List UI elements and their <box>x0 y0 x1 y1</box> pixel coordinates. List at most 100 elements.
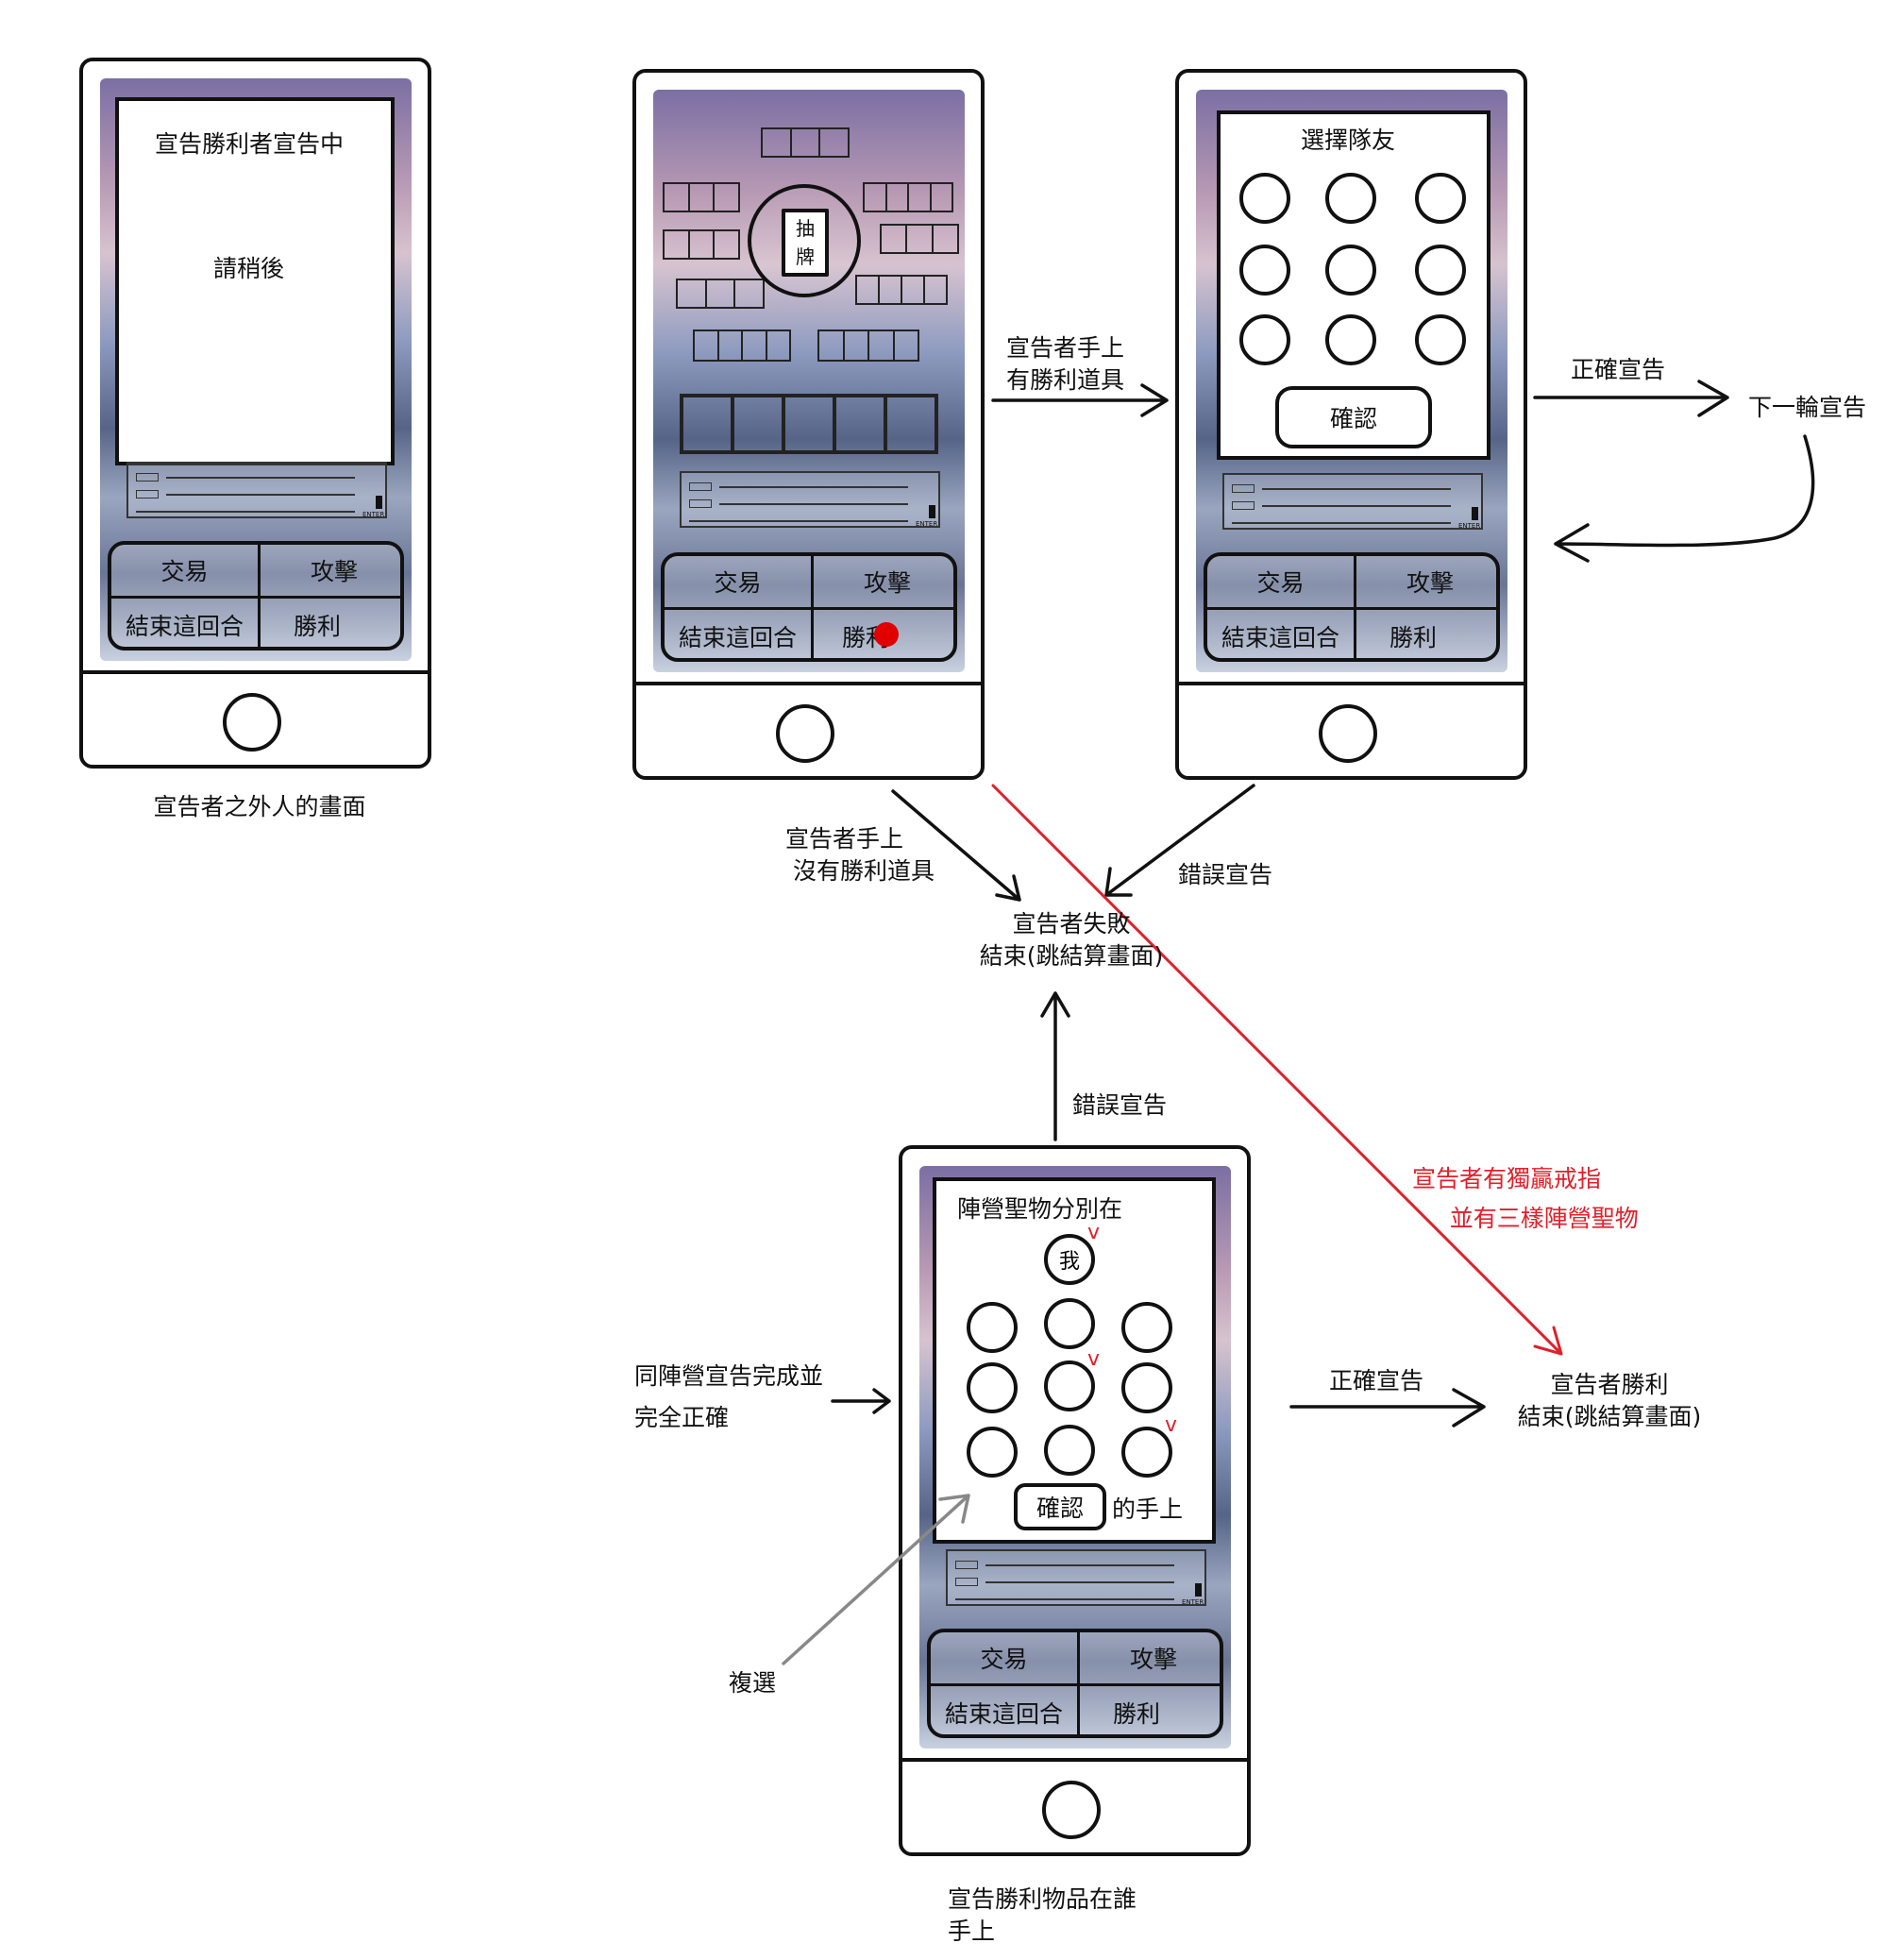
holder-option[interactable] <box>1044 1425 1095 1476</box>
board-slot <box>663 229 740 260</box>
label-multi: 複選 <box>729 1669 777 1697</box>
board-slot <box>676 279 765 309</box>
observer-panel-wait: 請稍後 <box>213 255 285 282</box>
hand-cards <box>680 394 938 454</box>
holders-action-grid: 交易 攻擊 結束這回合 勝利 <box>927 1629 1223 1738</box>
holder-option[interactable] <box>1121 1302 1172 1353</box>
board-slot <box>863 182 953 212</box>
label-wrong-1: 錯誤宣告 <box>1178 861 1273 888</box>
label-correct-1: 正確宣告 <box>1571 356 1666 383</box>
teammate-bezel <box>1179 682 1524 685</box>
teammate-attack-button[interactable]: 攻擊 <box>1406 569 1454 597</box>
teammate-end-turn-button[interactable]: 結束這回合 <box>1221 623 1339 651</box>
holders-phone: 陣營聖物分別在 我 v v v 確認 的手上 <box>899 1145 1251 1856</box>
holders-confirm-button[interactable]: 確認 <box>1014 1483 1106 1530</box>
label-win: 宣告者勝利 結束(跳結算畫面) <box>1517 1371 1702 1430</box>
observer-screen: 宣告勝利者宣告中 請稍後 ENTER 交易 攻擊 結束這回合 勝利 <box>100 78 412 661</box>
holders-home-button[interactable] <box>1042 1781 1101 1839</box>
board-slot <box>761 127 850 158</box>
label-correct-2: 正確宣告 <box>1329 1367 1424 1394</box>
teammate-option[interactable] <box>1325 314 1376 365</box>
main-phone: 抽 牌 ENTER 交易 攻擊 結束這回合 勝利 <box>632 69 985 780</box>
holders-victory-button[interactable]: 勝利 <box>1112 1699 1160 1728</box>
teammate-home-button[interactable] <box>1319 704 1377 763</box>
main-screen: 抽 牌 ENTER 交易 攻擊 結束這回合 勝利 <box>653 90 965 672</box>
holder-me-option[interactable]: 我 <box>1044 1234 1095 1285</box>
teammate-panel: 選擇隊友 確認 <box>1217 110 1490 460</box>
main-trade-button[interactable]: 交易 <box>714 569 762 597</box>
holder-check-mark: v <box>1087 1221 1101 1244</box>
teammate-victory-button[interactable]: 勝利 <box>1389 623 1437 651</box>
observer-action-grid: 交易 攻擊 結束這回合 勝利 <box>108 541 404 651</box>
arrow-has-item <box>991 383 1169 417</box>
observer-victory-button[interactable]: 勝利 <box>293 612 341 640</box>
board-slot <box>693 329 791 362</box>
holder-check-mark: v <box>1087 1347 1101 1371</box>
main-attack-button[interactable]: 攻擊 <box>863 569 911 597</box>
draw-card-button[interactable]: 抽 牌 <box>782 209 829 277</box>
label-ring: 宣告者有獨贏戒指 並有三樣陣營聖物 <box>1412 1165 1639 1232</box>
holders-trade-button[interactable]: 交易 <box>980 1646 1028 1673</box>
board-slot <box>855 275 948 305</box>
holders-caption: 宣告勝利物品在誰 手上 <box>948 1885 1137 1945</box>
teammate-option[interactable] <box>1325 173 1376 224</box>
observer-end-turn-button[interactable]: 結束這回合 <box>125 612 244 640</box>
teammate-trade-button[interactable]: 交易 <box>1256 569 1305 597</box>
observer-bezel <box>83 670 428 674</box>
holders-panel: 陣營聖物分別在 我 v v v 確認 的手上 <box>933 1177 1216 1544</box>
label-has-item: 宣告者手上 有勝利道具 <box>1006 334 1125 394</box>
observer-caption: 宣告者之外人的畫面 <box>153 793 366 820</box>
main-bezel <box>636 682 981 685</box>
main-console: ENTER <box>680 471 940 528</box>
observer-home-button[interactable] <box>223 693 281 752</box>
holder-option[interactable] <box>1121 1362 1172 1413</box>
observer-console: ENTER <box>126 462 387 518</box>
holders-end-turn-button[interactable]: 結束這回合 <box>944 1699 1063 1728</box>
teammate-option[interactable] <box>1239 314 1290 365</box>
teammate-option[interactable] <box>1415 245 1466 296</box>
arrow-wrong-1 <box>1104 784 1255 897</box>
main-action-grid: 交易 攻擊 結束這回合 勝利 <box>661 552 957 662</box>
observer-panel: 宣告勝利者宣告中 請稍後 <box>115 97 395 465</box>
teammate-action-grid: 交易 攻擊 結束這回合 勝利 <box>1204 552 1500 662</box>
teammate-option[interactable] <box>1325 245 1376 296</box>
teammate-console: ENTER <box>1222 473 1483 530</box>
arrow-same-camp <box>831 1388 891 1414</box>
holders-console: ENTER <box>946 1549 1206 1606</box>
arrow-correct-2 <box>1289 1388 1486 1428</box>
arrow-next-round-loop <box>1554 434 1815 563</box>
holder-option[interactable] <box>967 1362 1018 1413</box>
main-home-button[interactable] <box>776 704 834 763</box>
teammate-option[interactable] <box>1415 314 1466 365</box>
holders-attack-button[interactable]: 攻擊 <box>1129 1646 1177 1673</box>
label-fail: 宣告者失敗 結束(跳結算畫面) <box>979 910 1164 970</box>
victory-tap-indicator <box>874 622 899 647</box>
label-next-round: 下一輪宣告 <box>1748 394 1867 421</box>
teammate-option[interactable] <box>1239 173 1290 224</box>
label-wrong-2: 錯誤宣告 <box>1072 1091 1168 1119</box>
holders-suffix: 的手上 <box>1112 1495 1184 1523</box>
teammate-panel-title: 選擇隊友 <box>1301 127 1396 154</box>
teammate-option[interactable] <box>1415 173 1466 224</box>
main-end-turn-button[interactable]: 結束這回合 <box>678 623 797 651</box>
holder-option[interactable] <box>1121 1427 1172 1478</box>
arrow-correct-1 <box>1533 380 1729 417</box>
teammate-confirm-button[interactable]: 確認 <box>1275 386 1432 448</box>
holders-panel-title: 陣營聖物分別在 <box>957 1195 1123 1223</box>
holder-option[interactable] <box>967 1302 1018 1353</box>
arrow-wrong-2 <box>1040 991 1070 1141</box>
holder-option[interactable] <box>1044 1360 1095 1411</box>
holder-option[interactable] <box>1044 1298 1095 1349</box>
label-same-camp: 同陣營宣告完成並 完全正確 <box>634 1362 824 1431</box>
observer-attack-button[interactable]: 攻擊 <box>310 558 358 585</box>
teammate-option[interactable] <box>1239 245 1290 296</box>
label-no-item: 宣告者手上 沒有勝利道具 <box>785 825 935 885</box>
observer-trade-button[interactable]: 交易 <box>160 558 209 585</box>
holders-bezel <box>902 1758 1247 1762</box>
board-slot <box>817 329 919 362</box>
holder-option[interactable] <box>967 1427 1018 1478</box>
holders-screen: 陣營聖物分別在 我 v v v 確認 的手上 <box>919 1166 1231 1749</box>
holder-me-label: 我 <box>1058 1250 1080 1274</box>
